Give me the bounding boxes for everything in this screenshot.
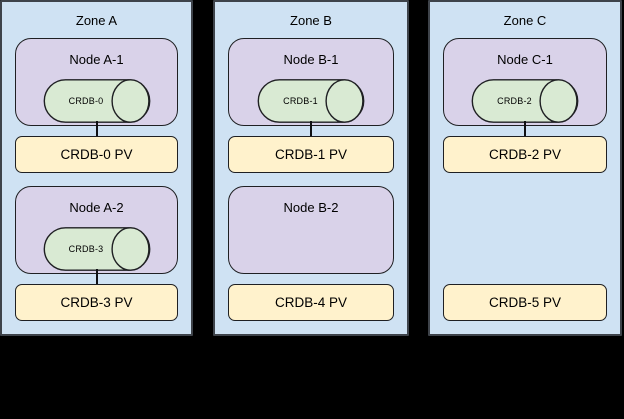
cylinder-icon: [471, 79, 579, 123]
cylinder-icon: [257, 79, 365, 123]
pod-label: CRDB-3: [68, 244, 104, 254]
pv-crdb-5: CRDB-5 PV: [443, 284, 607, 321]
pv-label: CRDB-4 PV: [274, 295, 347, 310]
pv-crdb-1: CRDB-1 PV: [228, 136, 394, 173]
node-c-1: Node C-1 CRDB-2: [443, 38, 607, 126]
node-label: Node A-1: [69, 52, 124, 67]
connector-line: [95, 121, 98, 137]
node-label: Node A-2: [69, 200, 124, 215]
node-a-2: Node A-2 CRDB-3: [15, 186, 178, 274]
pod-label: CRDB-0: [68, 96, 104, 106]
zone-a: Zone A Node A-1 CRDB-0 CRDB-0 PV Node A-…: [0, 0, 193, 336]
node-b-2: Node B-2: [228, 186, 394, 274]
zone-label: Zone C: [503, 13, 547, 28]
zone-b: Zone B Node B-1 CRDB-1 CRDB-1 PV Node B-…: [213, 0, 409, 336]
node-label: Node C-1: [497, 52, 553, 67]
connector-line: [95, 269, 98, 285]
pv-label: CRDB-3 PV: [60, 295, 133, 310]
node-label: Node B-1: [283, 52, 339, 67]
pv-crdb-0: CRDB-0 PV: [15, 136, 178, 173]
node-b-1: Node B-1 CRDB-1: [228, 38, 394, 126]
connector-line: [524, 121, 526, 137]
pod-label: CRDB-2: [497, 96, 532, 106]
zone-c: Zone C Node C-1 CRDB-2 CRDB-2 PV CRDB-5 …: [428, 0, 622, 336]
pv-crdb-2: CRDB-2 PV: [443, 136, 607, 173]
pv-label: CRDB-2 PV: [488, 147, 561, 162]
node-label: Node B-2: [283, 200, 339, 215]
pv-label: CRDB-1 PV: [274, 147, 347, 162]
pv-crdb-3: CRDB-3 PV: [15, 284, 178, 321]
cylinder-icon: [43, 227, 150, 271]
node-a-1: Node A-1 CRDB-0: [15, 38, 178, 126]
zone-label: Zone B: [290, 13, 332, 28]
cylinder-icon: [43, 79, 150, 123]
zone-label: Zone A: [75, 13, 118, 28]
pv-label: CRDB-5 PV: [488, 295, 561, 310]
pod-crdb-2: CRDB-2: [471, 79, 579, 123]
pod-crdb-0: CRDB-0: [43, 79, 150, 123]
pv-crdb-4: CRDB-4 PV: [228, 284, 394, 321]
pv-label: CRDB-0 PV: [60, 147, 133, 162]
connector-line: [310, 121, 312, 137]
pod-crdb-3: CRDB-3: [43, 227, 150, 271]
pod-label: CRDB-1: [283, 96, 318, 106]
pod-crdb-1: CRDB-1: [257, 79, 365, 123]
